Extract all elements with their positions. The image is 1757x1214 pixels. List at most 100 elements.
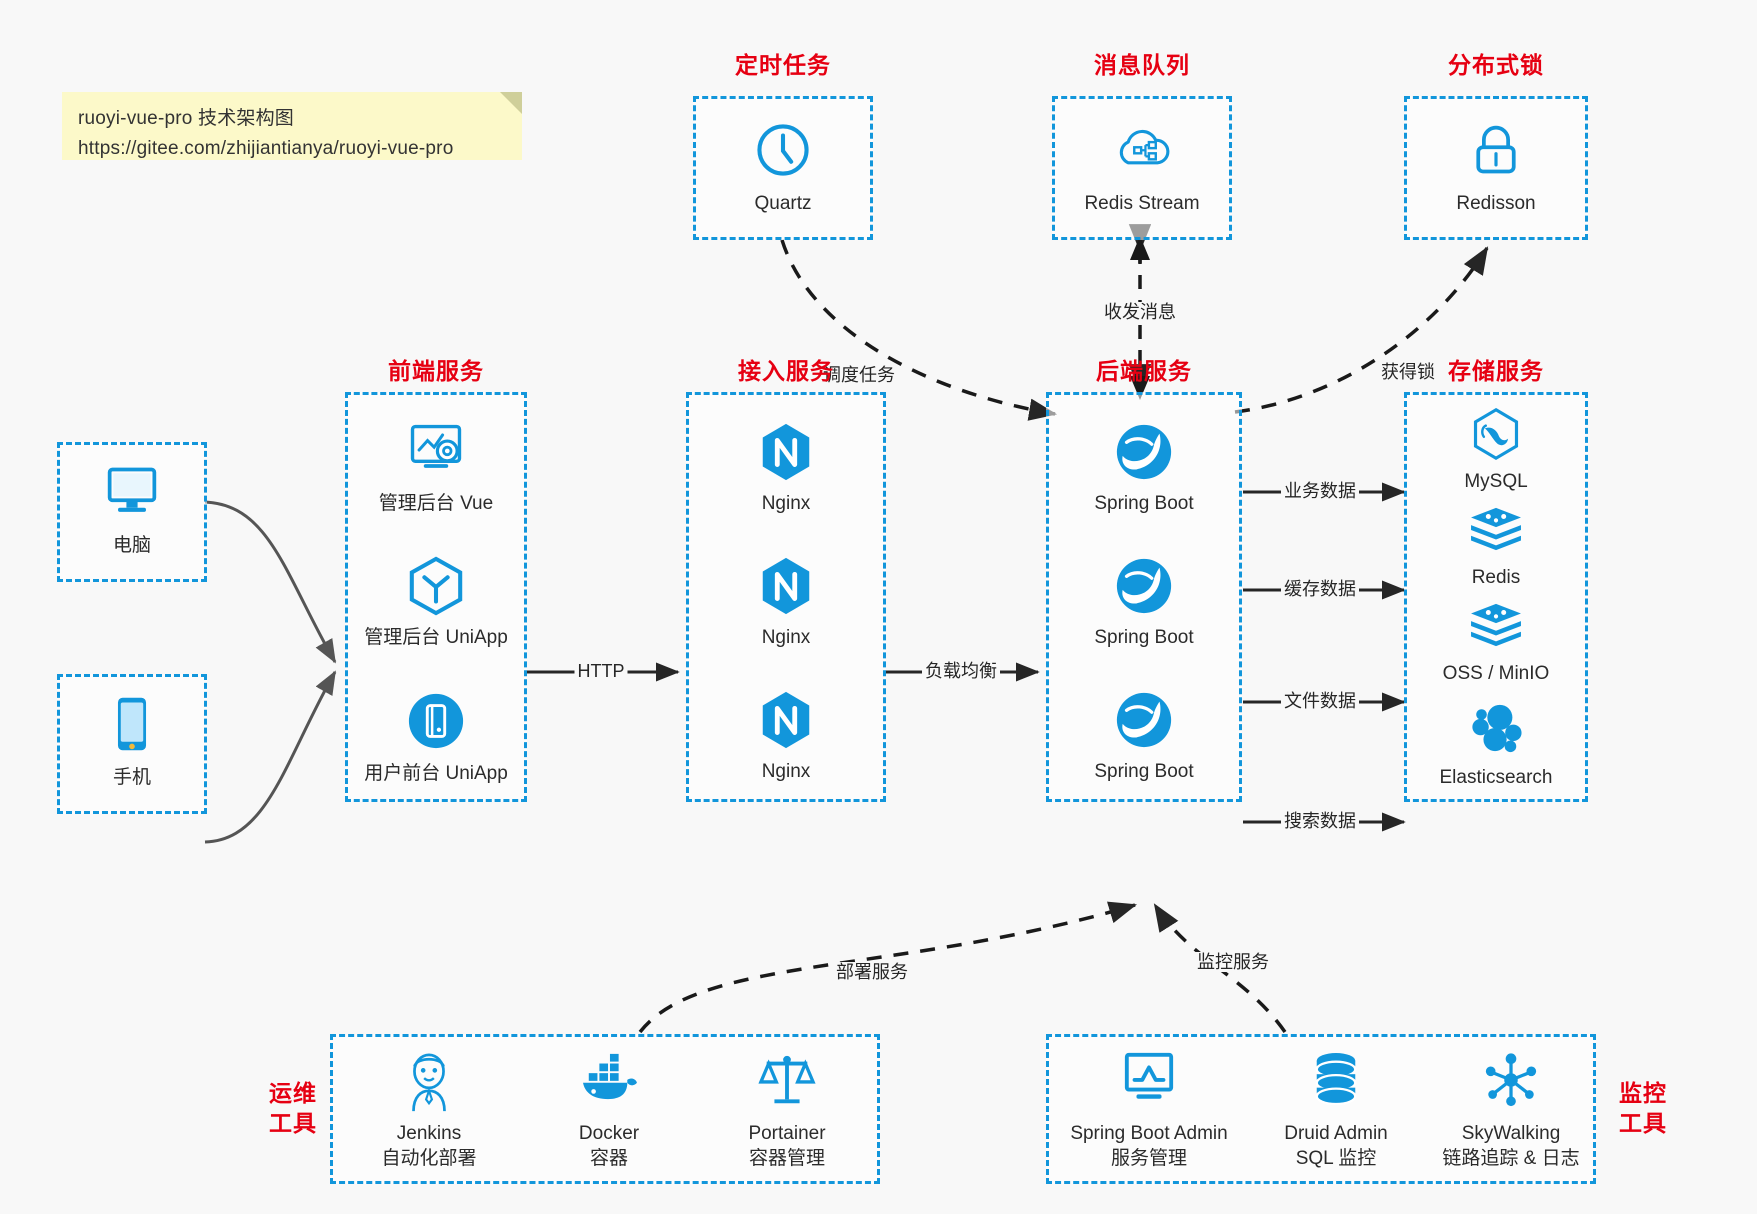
node-label: Nginx: [761, 761, 811, 782]
node-skywalking[interactable]: SkyWalking 链路追踪 & 日志: [1423, 1051, 1599, 1171]
edge-label-acquire-lock: 获得锁: [1378, 362, 1438, 382]
node-sublabel: 容器: [589, 1148, 628, 1169]
node-mobile[interactable]: 手机: [60, 695, 204, 790]
note-url: https://gitee.com/zhijiantianya/ruoyi-vu…: [78, 138, 454, 159]
node-label: Nginx: [761, 493, 811, 514]
node-label: Spring Boot: [1094, 493, 1194, 514]
node-sublabel: 容器管理: [748, 1148, 825, 1169]
node-redis[interactable]: Redis: [1407, 505, 1585, 590]
node-label: Druid Admin: [1284, 1123, 1388, 1144]
node-pc[interactable]: 电脑: [60, 463, 204, 558]
cube-icon: [348, 555, 524, 617]
oss-stack-icon: [1407, 601, 1585, 653]
node-label: Portainer: [748, 1123, 826, 1144]
phone-icon: [60, 695, 204, 757]
node-label: Spring Boot: [1094, 627, 1194, 648]
monitor-chart-icon: [1049, 1051, 1249, 1113]
caption-backend: 后端服务: [1096, 358, 1192, 384]
edge-mobile-to-frontend: [204, 670, 337, 844]
cloud-stream-icon: [1055, 121, 1229, 183]
node-druid-admin[interactable]: Druid Admin SQL 监控: [1249, 1051, 1423, 1171]
node-admin-uniapp[interactable]: 管理后台 UniApp: [348, 555, 524, 650]
caption-frontend: 前端服务: [388, 358, 484, 384]
node-label: OSS / MinIO: [1442, 663, 1550, 684]
node-label: Elasticsearch: [1439, 767, 1553, 788]
node-docker[interactable]: Docker 容器: [519, 1051, 699, 1171]
node-label: Redis Stream: [1084, 193, 1200, 214]
node-portainer[interactable]: Portainer 容器管理: [697, 1051, 877, 1171]
scales-icon: [697, 1051, 877, 1113]
group-monitoring: Spring Boot Admin 服务管理 Druid Admin SQL 监…: [1046, 1034, 1596, 1184]
node-label: 电脑: [112, 535, 151, 556]
edge-label-deploy-service: 部署服务: [833, 962, 911, 982]
edge-label-business-data: 业务数据: [1281, 481, 1359, 501]
node-user-uniapp[interactable]: 用户前台 UniApp: [348, 691, 524, 786]
group-devops: Jenkins 自动化部署 Docker 容器: [330, 1034, 880, 1184]
nginx-icon: [689, 421, 883, 483]
caption-mq: 消息队列: [1094, 52, 1190, 78]
caption-monitoring-line2: 工具: [1619, 1110, 1667, 1136]
clock-icon: [696, 121, 870, 183]
group-gateway: Nginx Nginx Nginx: [686, 392, 886, 802]
node-elasticsearch[interactable]: Elasticsearch: [1407, 701, 1585, 790]
node-sublabel: 服务管理: [1110, 1148, 1187, 1169]
node-jenkins[interactable]: Jenkins 自动化部署: [339, 1051, 519, 1171]
node-label: SkyWalking: [1461, 1123, 1561, 1144]
node-spring-boot-3[interactable]: Spring Boot: [1049, 689, 1239, 784]
group-lock: Redisson: [1404, 96, 1588, 240]
mobile-app-icon: [348, 691, 524, 753]
caption-devops: 运维 工具: [258, 1078, 328, 1138]
node-label: 管理后台 UniApp: [364, 627, 508, 648]
mysql-dolphin-icon: [1407, 407, 1585, 461]
node-quartz[interactable]: Quartz: [696, 121, 870, 216]
node-label: 管理后台 Vue: [378, 493, 494, 514]
caption-devops-line2: 工具: [269, 1110, 317, 1136]
edge-label-search-data: 搜索数据: [1281, 811, 1359, 831]
caption-monitoring-line1: 监控: [1619, 1080, 1667, 1106]
node-redisson[interactable]: Redisson: [1407, 121, 1585, 216]
database-icon: [1249, 1051, 1423, 1113]
edge-label-file-data: 文件数据: [1281, 691, 1359, 711]
node-label: MySQL: [1464, 471, 1528, 492]
node-sublabel: SQL 监控: [1295, 1148, 1377, 1169]
node-oss-minio[interactable]: OSS / MinIO: [1407, 601, 1585, 686]
node-spring-boot-admin[interactable]: Spring Boot Admin 服务管理: [1049, 1051, 1249, 1171]
edge-acquire-lock: [1234, 246, 1489, 414]
note-callout: ruoyi-vue-pro 技术架构图 https://gitee.com/zh…: [62, 92, 522, 160]
caption-scheduler: 定时任务: [735, 52, 831, 78]
group-backend: Spring Boot Spring Boot Spring Boot: [1046, 392, 1242, 802]
node-label: Quartz: [754, 193, 812, 214]
group-mq: Redis Stream: [1052, 96, 1232, 240]
node-label: Spring Boot: [1094, 761, 1194, 782]
node-label: Redisson: [1456, 193, 1536, 214]
note-fold-corner: [500, 92, 522, 114]
node-spring-boot-2[interactable]: Spring Boot: [1049, 555, 1239, 650]
node-admin-vue[interactable]: 管理后台 Vue: [348, 421, 524, 516]
spring-leaf-icon: [1049, 555, 1239, 617]
edge-pc-to-frontend: [204, 500, 337, 664]
lock-icon: [1407, 121, 1585, 183]
node-redis-stream[interactable]: Redis Stream: [1055, 121, 1229, 216]
dashboard-gear-icon: [348, 421, 524, 483]
edge-label-schedule: 调度任务: [820, 365, 898, 385]
node-mysql[interactable]: MySQL: [1407, 407, 1585, 494]
node-label: Jenkins: [396, 1123, 462, 1144]
node-nginx-2[interactable]: Nginx: [689, 555, 883, 650]
node-spring-boot-1[interactable]: Spring Boot: [1049, 421, 1239, 516]
node-label: 用户前台 UniApp: [364, 763, 508, 784]
node-nginx-1[interactable]: Nginx: [689, 421, 883, 516]
docker-whale-icon: [519, 1051, 699, 1113]
caption-monitoring: 监控 工具: [1608, 1078, 1678, 1138]
node-label: Spring Boot Admin: [1070, 1123, 1228, 1144]
group-frontend: 管理后台 Vue 管理后台 UniApp 用户前台 UniApp: [345, 392, 527, 802]
caption-lock: 分布式锁: [1448, 52, 1544, 78]
elasticsearch-icon: [1407, 701, 1585, 757]
edge-label-http: HTTP: [574, 661, 628, 681]
nginx-icon: [689, 689, 883, 751]
edge-schedule-task: [780, 239, 1058, 421]
nginx-icon: [689, 555, 883, 617]
jenkins-butler-icon: [339, 1051, 519, 1113]
node-nginx-3[interactable]: Nginx: [689, 689, 883, 784]
node-label: Nginx: [761, 627, 811, 648]
